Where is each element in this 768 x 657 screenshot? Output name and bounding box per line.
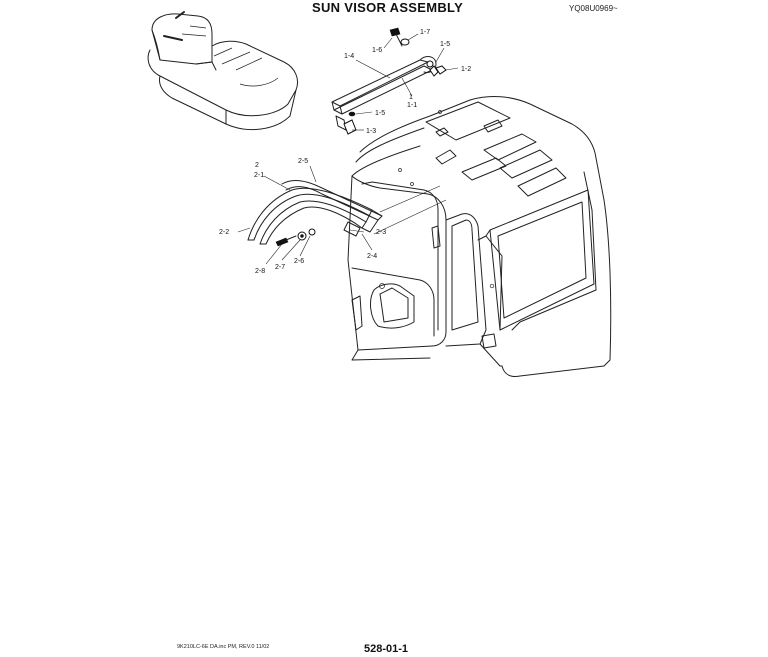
callout-2-8: 2-8	[255, 268, 265, 275]
callout-1-4: 1-4	[344, 53, 354, 60]
callout-1-7: 1-7	[420, 29, 430, 36]
callout-1-1: 1-1	[407, 102, 417, 109]
callout-2-7: 2-7	[275, 264, 285, 271]
callout-1-3: 1-3	[366, 128, 376, 135]
callout-1-5-upper: 1-5	[440, 41, 450, 48]
cab-illustration	[347, 96, 612, 377]
callout-2-6: 2-6	[294, 258, 304, 265]
footer-source-note: 9K210LC-6E DA.inc PM, REV.0 11/02	[177, 644, 270, 650]
callout-2-3: 2-3	[376, 229, 386, 236]
footer-page-number: 528-01-1	[364, 643, 409, 655]
seat-inset-illustration	[147, 11, 298, 130]
callout-2: 2	[255, 162, 259, 169]
callout-1-5-lower: 1-5	[375, 110, 385, 117]
callout-2-1: 2-1	[254, 172, 264, 179]
callout-1-2: 1-2	[461, 66, 471, 73]
page-title: SUN VISOR ASSEMBLY	[312, 0, 464, 15]
sun-visor-rail-assembly	[331, 27, 459, 135]
sun-visor-frame	[237, 165, 447, 265]
callout-2-4: 2-4	[367, 253, 377, 260]
callout-2-5: 2-5	[298, 158, 308, 165]
callout-2-2: 2-2	[219, 229, 229, 236]
callout-1-6: 1-6	[372, 47, 382, 54]
image-code: YQ08U0969~	[569, 4, 618, 13]
callout-1: 1	[409, 94, 413, 101]
